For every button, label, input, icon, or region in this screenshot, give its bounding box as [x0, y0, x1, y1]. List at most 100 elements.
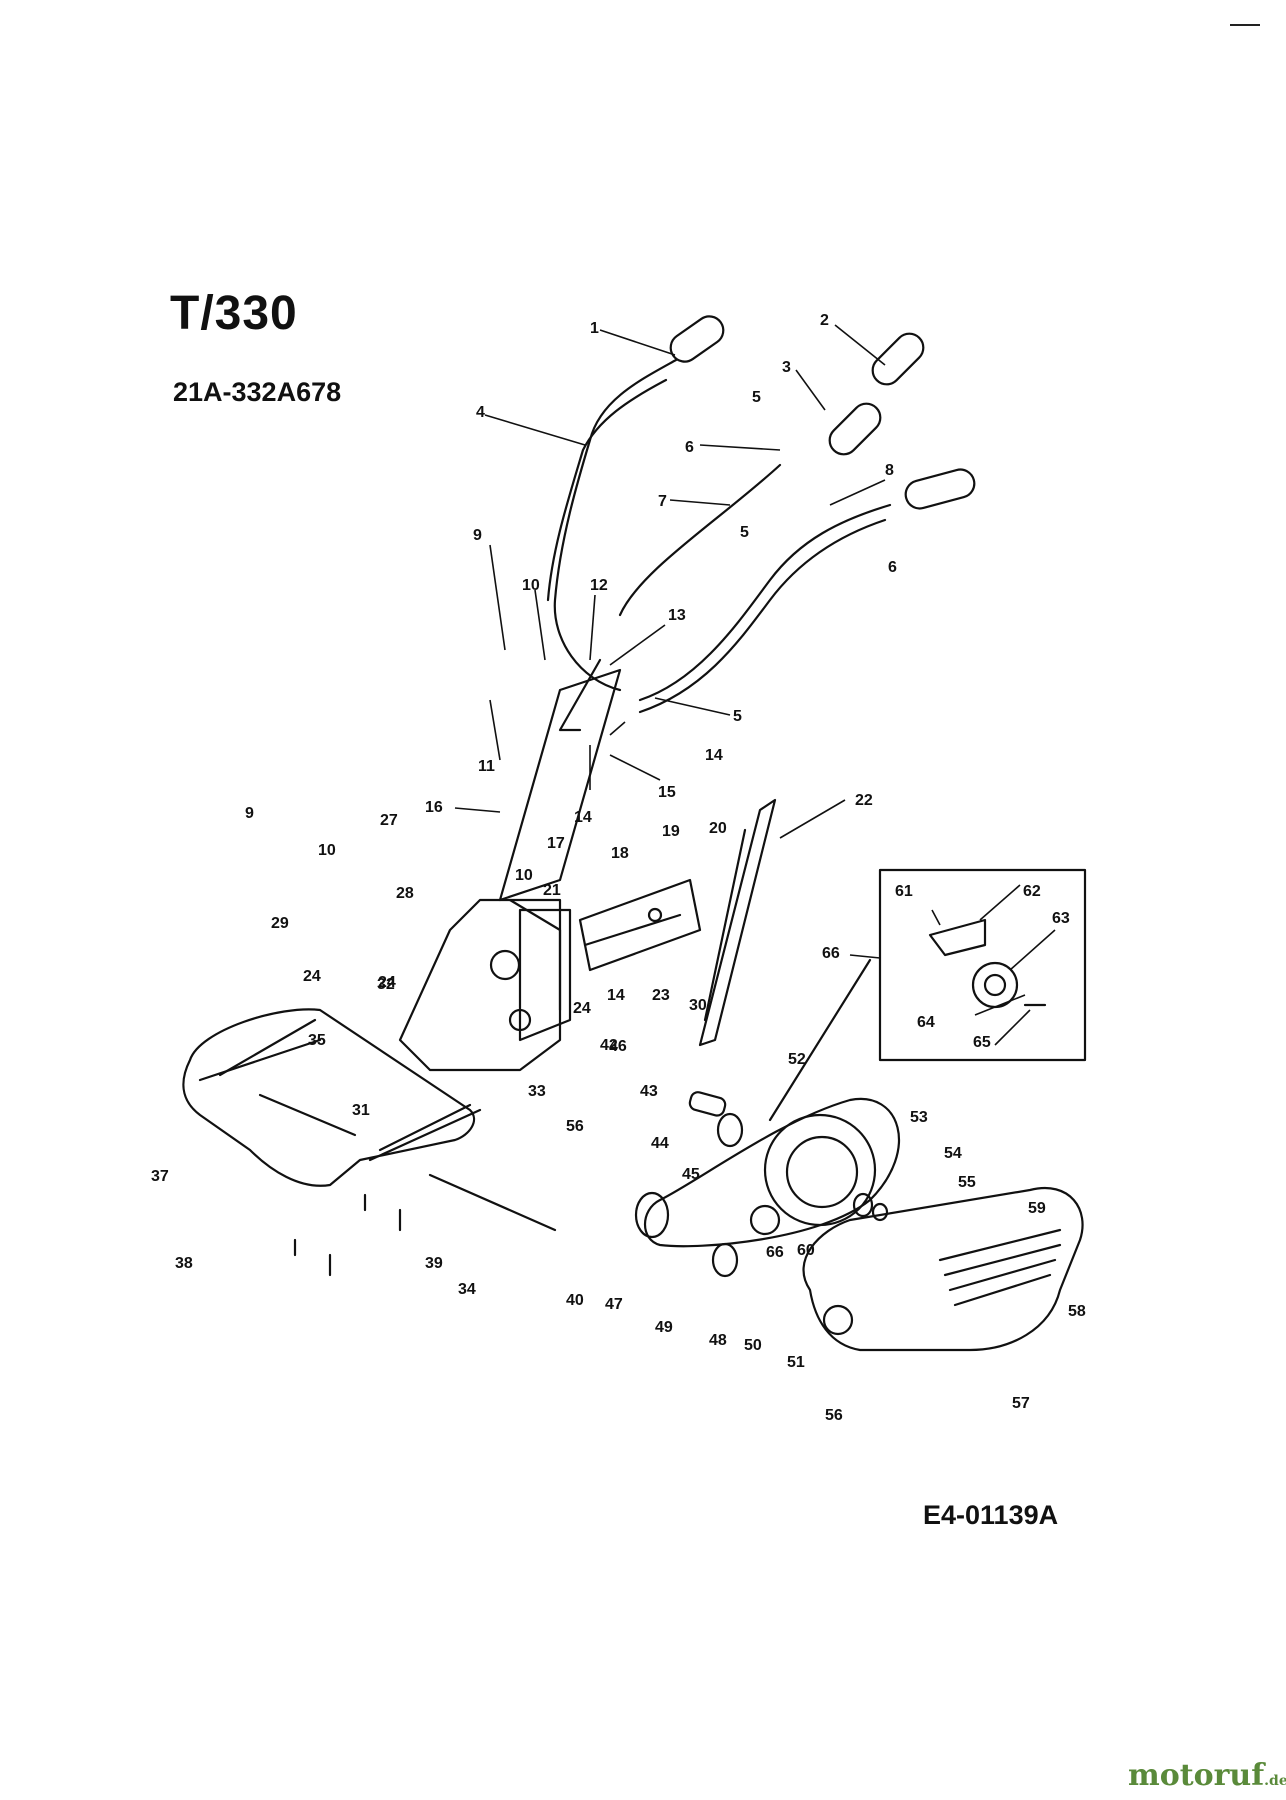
part-label: 5 [733, 708, 742, 725]
part-label: 14 [574, 809, 592, 826]
part-label: 9 [473, 527, 482, 544]
part-label: 58 [1068, 1303, 1086, 1320]
tine-bar [698, 798, 777, 1047]
part-label: 40 [566, 1292, 584, 1309]
hitch-plate [578, 878, 702, 972]
part-label: 59 [1028, 1200, 1046, 1217]
part-label: 4 [476, 404, 485, 421]
part-label: 43 [640, 1083, 658, 1100]
part-label: 34 [458, 1281, 476, 1298]
small-pulleys [634, 1112, 889, 1278]
part-label: 42 [600, 1037, 618, 1054]
part-label: 56 [825, 1407, 843, 1424]
watermark-logo: motoruf.de [1128, 1758, 1286, 1793]
belt-cover [802, 1187, 1084, 1352]
part-label: 55 [958, 1174, 976, 1191]
part-number-labels: 1 2 3 4 5 6 7 5 8 6 9 10 12 13 5 11 14 1… [151, 312, 1086, 1424]
part-label: 44 [651, 1135, 669, 1152]
part-label: 66 [822, 945, 840, 962]
part-label: 64 [917, 1014, 935, 1031]
part-label: 10 [318, 842, 336, 859]
part-label: 1 [590, 320, 599, 337]
part-label: 13 [668, 607, 686, 624]
part-label: 65 [973, 1034, 991, 1051]
part-label: 5 [752, 389, 761, 406]
part-label: 7 [658, 493, 667, 510]
drive-belt [644, 958, 900, 1248]
part-label: 38 [175, 1255, 193, 1272]
part-label: 21 [543, 882, 561, 899]
drawing-code: E4-01139A [923, 1500, 1059, 1530]
part-label: 52 [788, 1051, 806, 1068]
part-label: 23 [652, 987, 670, 1004]
part-label: 32 [377, 976, 395, 993]
part-label: 45 [682, 1166, 700, 1183]
right-handle-bar [638, 332, 976, 714]
part-label: 37 [151, 1168, 169, 1185]
part-label: 14 [705, 747, 723, 764]
part-label: 8 [885, 462, 894, 479]
part-label: 6 [685, 439, 694, 456]
part-label: 54 [944, 1145, 962, 1162]
part-label: 5 [740, 524, 749, 541]
part-label: 66 [766, 1244, 784, 1261]
part-label: 12 [590, 577, 608, 594]
part-label: 56 [566, 1118, 584, 1135]
part-label: 51 [787, 1354, 805, 1371]
part-label: 24 [303, 968, 321, 985]
tine-shield [182, 1008, 482, 1187]
part-label: 2 [820, 312, 829, 329]
part-label: 48 [709, 1332, 727, 1349]
part-label: 10 [515, 867, 533, 884]
part-label: 46 [609, 1038, 627, 1055]
part-label: 24 [573, 1000, 591, 1017]
part-label: 33 [528, 1083, 546, 1100]
part-label: 53 [910, 1109, 928, 1126]
model-number: 21A-332A678 [173, 377, 342, 407]
leader-lines [454, 324, 1056, 1046]
part-label: 63 [1052, 910, 1070, 927]
watermark-text: motoruf [1128, 1758, 1265, 1793]
part-label: 24 [378, 974, 396, 991]
part-label: 20 [709, 820, 727, 837]
part-label: 57 [1012, 1395, 1030, 1412]
part-label: 17 [547, 835, 565, 852]
part-label: 31 [352, 1102, 370, 1119]
shield-bolts [293, 1193, 402, 1277]
diagram-title: T/330 [170, 287, 298, 340]
part-label: 61 [895, 883, 913, 900]
depth-rod [428, 1173, 557, 1232]
part-label: 10 [522, 577, 540, 594]
part-label: 14 [607, 987, 625, 1004]
part-label: 16 [425, 799, 443, 816]
part-label: 18 [611, 845, 629, 862]
part-label: 6 [888, 559, 897, 576]
control-cable [618, 463, 782, 617]
part-label: 3 [782, 359, 791, 376]
part-label: 19 [662, 823, 680, 840]
part-label: 9 [245, 805, 254, 822]
corner-mark [1230, 24, 1260, 26]
left-handle-bar [546, 315, 725, 692]
part-label: 22 [855, 792, 873, 809]
part-label: 15 [658, 784, 676, 801]
part-label: 29 [271, 915, 289, 932]
part-label: 27 [380, 812, 398, 829]
part-label: 60 [797, 1242, 815, 1259]
handle-column [498, 658, 622, 902]
part-label: 47 [605, 1296, 623, 1313]
part-label: 39 [425, 1255, 443, 1272]
part-label: 62 [1023, 883, 1041, 900]
watermark-tld: .de [1264, 1773, 1286, 1789]
part-label: 30 [689, 997, 707, 1014]
shaft [688, 1091, 727, 1117]
part-label: 35 [308, 1032, 326, 1049]
part-label: 49 [655, 1319, 673, 1336]
part-label: 28 [396, 885, 414, 902]
drive-pulley [763, 1113, 877, 1227]
part-label: 11 [478, 758, 495, 775]
main-frame-bracket [398, 898, 572, 1072]
part-label: 50 [744, 1337, 762, 1354]
